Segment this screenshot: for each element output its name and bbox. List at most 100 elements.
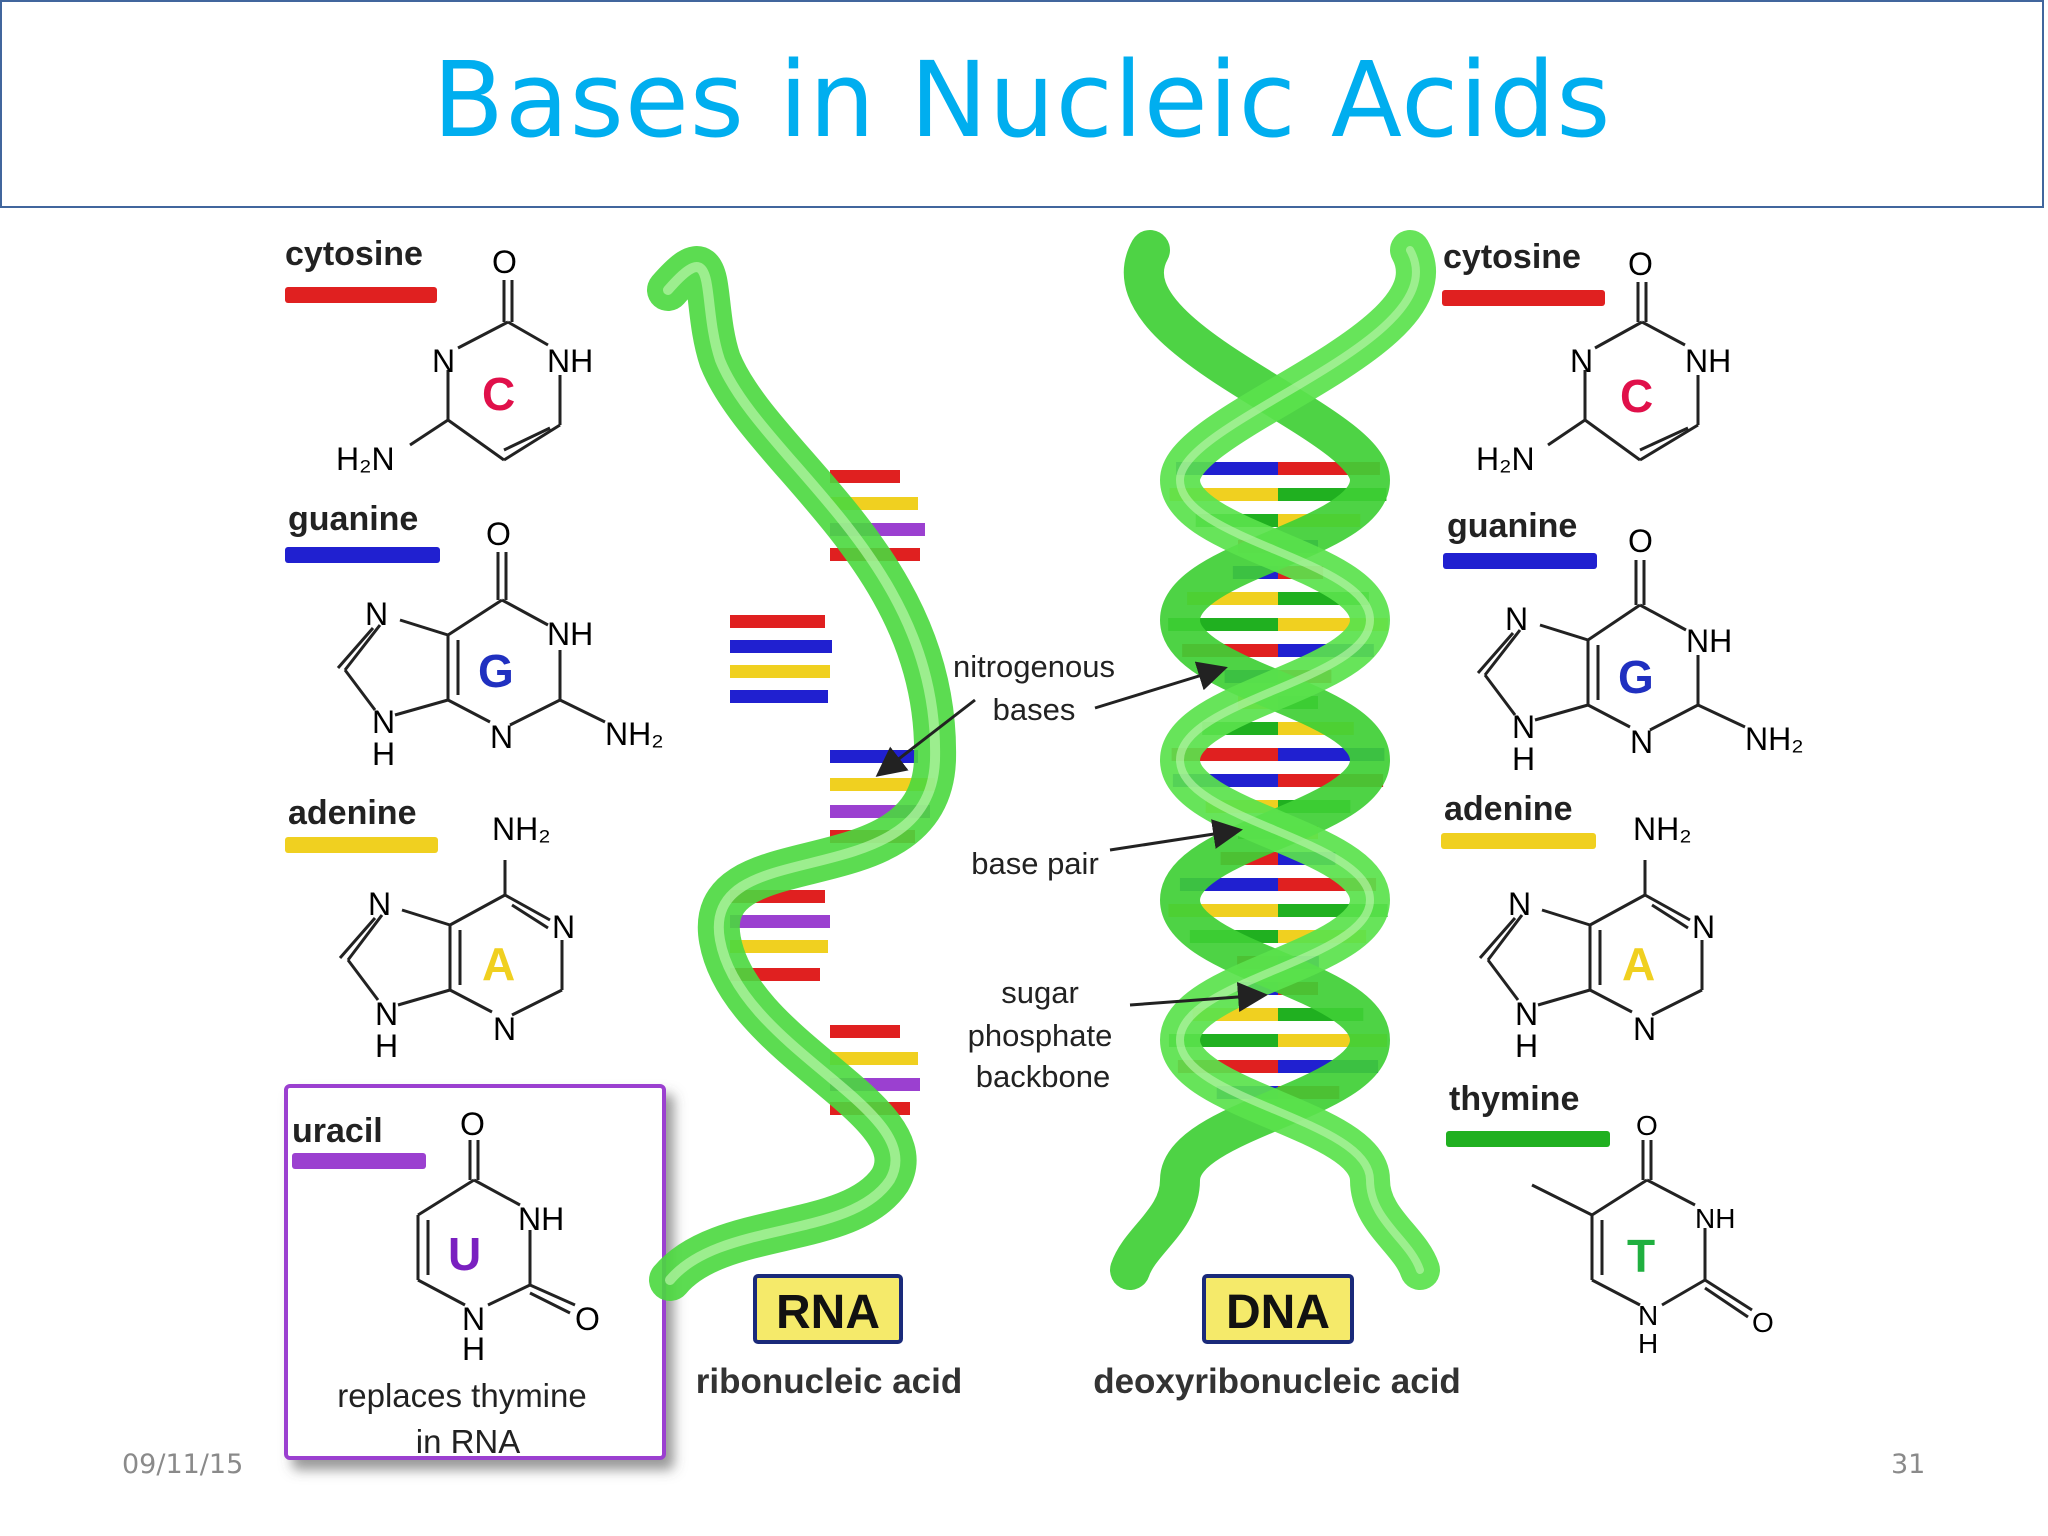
uracil-label: uracil — [292, 1112, 383, 1150]
right-cytosine-label: cytosine — [1443, 238, 1581, 276]
callout-nitrogenous-line2: bases — [993, 692, 1076, 727]
right-cytosine-letter: C — [1620, 370, 1653, 422]
rna-backbone-highlight — [663, 262, 941, 1285]
right-guanine-o-atom: O — [1628, 523, 1653, 559]
uracil-box: uracil O NH N H O U replaces thymine in … — [284, 1084, 666, 1460]
uracil-o-atom-side: O — [575, 1301, 600, 1337]
uracil-color-bar — [292, 1153, 426, 1169]
right-thymine-label: thymine — [1449, 1080, 1579, 1118]
right-thymine-structure — [1531, 1140, 1753, 1319]
right-cytosine-structure — [1547, 282, 1700, 462]
left-cytosine-structure — [409, 280, 562, 462]
left-guanine: guanine O NH N N N H NH₂ G — [285, 500, 664, 772]
uracil-structure — [416, 1140, 576, 1315]
left-guanine-label: guanine — [288, 500, 418, 538]
right-adenine-structure — [1478, 860, 1704, 1017]
uracil-letter: U — [448, 1228, 481, 1280]
right-guanine-label: guanine — [1447, 507, 1577, 545]
left-cytosine-o-atom: O — [492, 244, 517, 280]
dna-strand — [1110, 230, 1440, 1290]
right-guanine-h-atom: H — [1512, 741, 1535, 777]
left-adenine-n9-atom: N — [375, 996, 398, 1032]
right-adenine-letter: A — [1622, 938, 1655, 990]
callout-base-pair-label: base pair — [971, 846, 1099, 881]
uracil-nh-atom: NH — [518, 1201, 564, 1237]
rna-base-uracil — [730, 915, 830, 928]
left-adenine-letter: A — [482, 938, 515, 990]
right-guanine-structure — [1476, 560, 1746, 732]
rna-full-name: ribonucleic acid — [696, 1362, 962, 1401]
right-cytosine-color-bar — [1442, 290, 1605, 306]
dna-label: DNA — [1226, 1286, 1330, 1339]
left-guanine-n9-atom: N — [372, 704, 395, 740]
right-guanine-color-bar — [1443, 553, 1597, 569]
callout-sugar-line3: backbone — [976, 1059, 1110, 1094]
left-guanine-h-atom: H — [372, 736, 395, 772]
left-adenine-structure — [338, 860, 564, 1017]
left-adenine-color-bar — [285, 837, 438, 853]
left-adenine-n3-atom: N — [493, 1011, 516, 1047]
right-cytosine-o-atom: O — [1628, 246, 1653, 282]
left-guanine-structure — [336, 552, 606, 727]
right-guanine: guanine O NH N N N H NH₂ G — [1443, 507, 1804, 777]
right-adenine-color-bar — [1441, 833, 1596, 849]
left-cytosine-nh-atom: NH — [547, 343, 593, 379]
right-thymine: thymine O NH N H O T — [1446, 1080, 1774, 1359]
right-thymine-color-bar — [1446, 1131, 1610, 1147]
left-guanine-color-bar — [285, 547, 440, 563]
left-cytosine: cytosine O N NH H₂N C — [285, 235, 593, 477]
right-adenine-label: adenine — [1444, 790, 1572, 828]
slide-title: Bases in Nucleic Acids — [432, 39, 1612, 161]
title-bar: Bases in Nucleic Acids — [0, 0, 2044, 208]
right-guanine-nh2-atom: NH₂ — [1745, 721, 1804, 757]
right-thymine-n-atom: N — [1638, 1300, 1658, 1331]
right-guanine-nh-atom: NH — [1686, 623, 1732, 659]
rna-base-cytosine — [730, 615, 825, 628]
left-adenine-n1-atom: N — [552, 909, 575, 945]
left-cytosine-color-bar — [285, 287, 437, 303]
right-cytosine-n-atom: N — [1570, 343, 1593, 379]
left-cytosine-label: cytosine — [285, 235, 423, 273]
dna-label-group: DNA deoxyribonucleic acid — [1093, 1274, 1461, 1401]
rna-base-cytosine — [830, 1025, 900, 1038]
right-adenine: adenine NH₂ N N N N H A — [1441, 790, 1715, 1064]
footer-date: 09/11/15 — [122, 1449, 244, 1480]
right-cytosine-nh-atom: NH — [1685, 343, 1731, 379]
right-cytosine: cytosine O N NH H₂N C — [1442, 238, 1731, 477]
rna-base-cytosine — [830, 470, 900, 483]
callout-base-pair: base pair — [971, 819, 1243, 881]
right-thymine-nh-atom: NH — [1695, 1203, 1735, 1234]
right-adenine-n9-atom: N — [1515, 996, 1538, 1032]
left-guanine-o-atom: O — [486, 516, 511, 552]
callout-sugar-phosphate: sugar phosphate backbone — [968, 975, 1268, 1094]
rna-label: RNA — [776, 1286, 880, 1339]
footer-page-number: 31 — [1891, 1449, 1926, 1480]
right-guanine-letter: G — [1618, 651, 1654, 703]
uracil-note-line2: in RNA — [416, 1423, 521, 1460]
rna-strand — [647, 246, 957, 1301]
left-adenine: adenine NH₂ N N N N H A — [285, 794, 575, 1064]
uracil-o-atom-top: O — [460, 1106, 485, 1142]
right-thymine-o-atom-side: O — [1752, 1307, 1774, 1338]
right-adenine-nh2-atom: NH₂ — [1633, 811, 1692, 847]
right-adenine-n1-atom: N — [1692, 909, 1715, 945]
left-guanine-letter: G — [478, 645, 514, 697]
left-cytosine-letter: C — [482, 368, 515, 420]
left-adenine-n7-atom: N — [368, 886, 391, 922]
left-cytosine-n-atom: N — [432, 343, 455, 379]
left-cytosine-h2n-atom: H₂N — [336, 441, 395, 477]
callout-nitrogenous-bases: nitrogenous bases — [875, 649, 1228, 777]
left-guanine-nh2-atom: NH₂ — [605, 716, 664, 752]
uracil-note-line1: replaces thymine — [337, 1377, 586, 1414]
right-guanine-n9-atom: N — [1512, 709, 1535, 745]
left-guanine-n3-atom: N — [490, 719, 513, 755]
left-guanine-nh-atom: NH — [547, 616, 593, 652]
right-guanine-n7-atom: N — [1505, 601, 1528, 637]
rna-base-guanine — [730, 640, 832, 653]
arrow-to-backbone — [1129, 982, 1268, 1012]
left-adenine-label: adenine — [288, 794, 416, 832]
right-adenine-h-atom: H — [1515, 1028, 1538, 1064]
right-guanine-n3-atom: N — [1630, 724, 1653, 760]
left-adenine-h-atom: H — [375, 1028, 398, 1064]
